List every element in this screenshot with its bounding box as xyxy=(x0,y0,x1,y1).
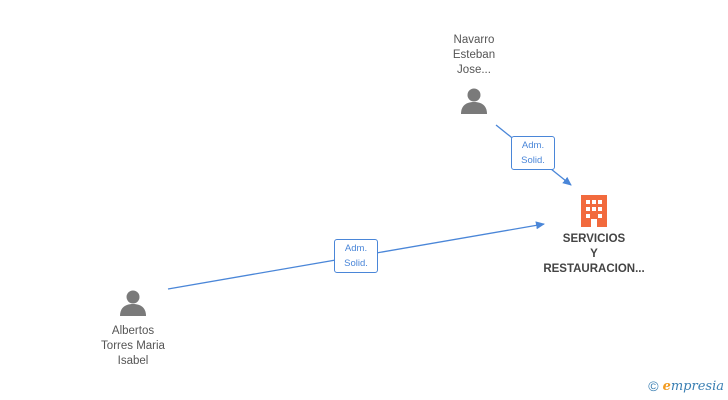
person-icon xyxy=(461,88,487,114)
brand-logo: empresia xyxy=(663,379,724,394)
name-line: Navarro xyxy=(453,34,495,46)
edge-label-navarro-company[interactable]: Adm. Solid. xyxy=(511,136,555,170)
person-name-albertos: Albertos Torres Maria Isabel xyxy=(87,324,179,369)
name-line: Jose... xyxy=(457,64,491,76)
company-name: SERVICIOS Y RESTAURACION... xyxy=(534,232,654,277)
edge-role-line: Adm. xyxy=(521,140,545,151)
building-icon xyxy=(581,195,607,227)
name-line: Esteban xyxy=(452,49,496,61)
copyright-icon: © xyxy=(648,378,659,394)
name-line: Torres Maria xyxy=(101,340,165,352)
brand-name-rest: mpresia xyxy=(670,378,724,394)
brand-watermark: © empresia xyxy=(648,377,724,395)
person-node-navarro[interactable]: Navarro Esteban Jose... xyxy=(434,33,514,116)
person-icon xyxy=(120,290,146,316)
name-line: Albertos xyxy=(111,325,155,337)
name-line: Isabel xyxy=(117,355,149,367)
name-line: RESTAURACION... xyxy=(543,263,645,275)
name-line: SERVICIOS xyxy=(562,233,626,245)
edge-label-albertos-company[interactable]: Adm. Solid. xyxy=(334,239,378,273)
edge-role-line: Solid. xyxy=(521,155,545,166)
person-node-albertos[interactable]: Albertos Torres Maria Isabel xyxy=(87,288,179,369)
edge-role-line: Adm. xyxy=(344,243,368,254)
name-line: Y xyxy=(590,248,598,260)
person-name-navarro: Navarro Esteban Jose... xyxy=(434,33,514,78)
edge-role-line: Solid. xyxy=(344,258,368,269)
brand-initial: e xyxy=(662,378,671,394)
company-node[interactable]: SERVICIOS Y RESTAURACION... xyxy=(534,193,654,277)
